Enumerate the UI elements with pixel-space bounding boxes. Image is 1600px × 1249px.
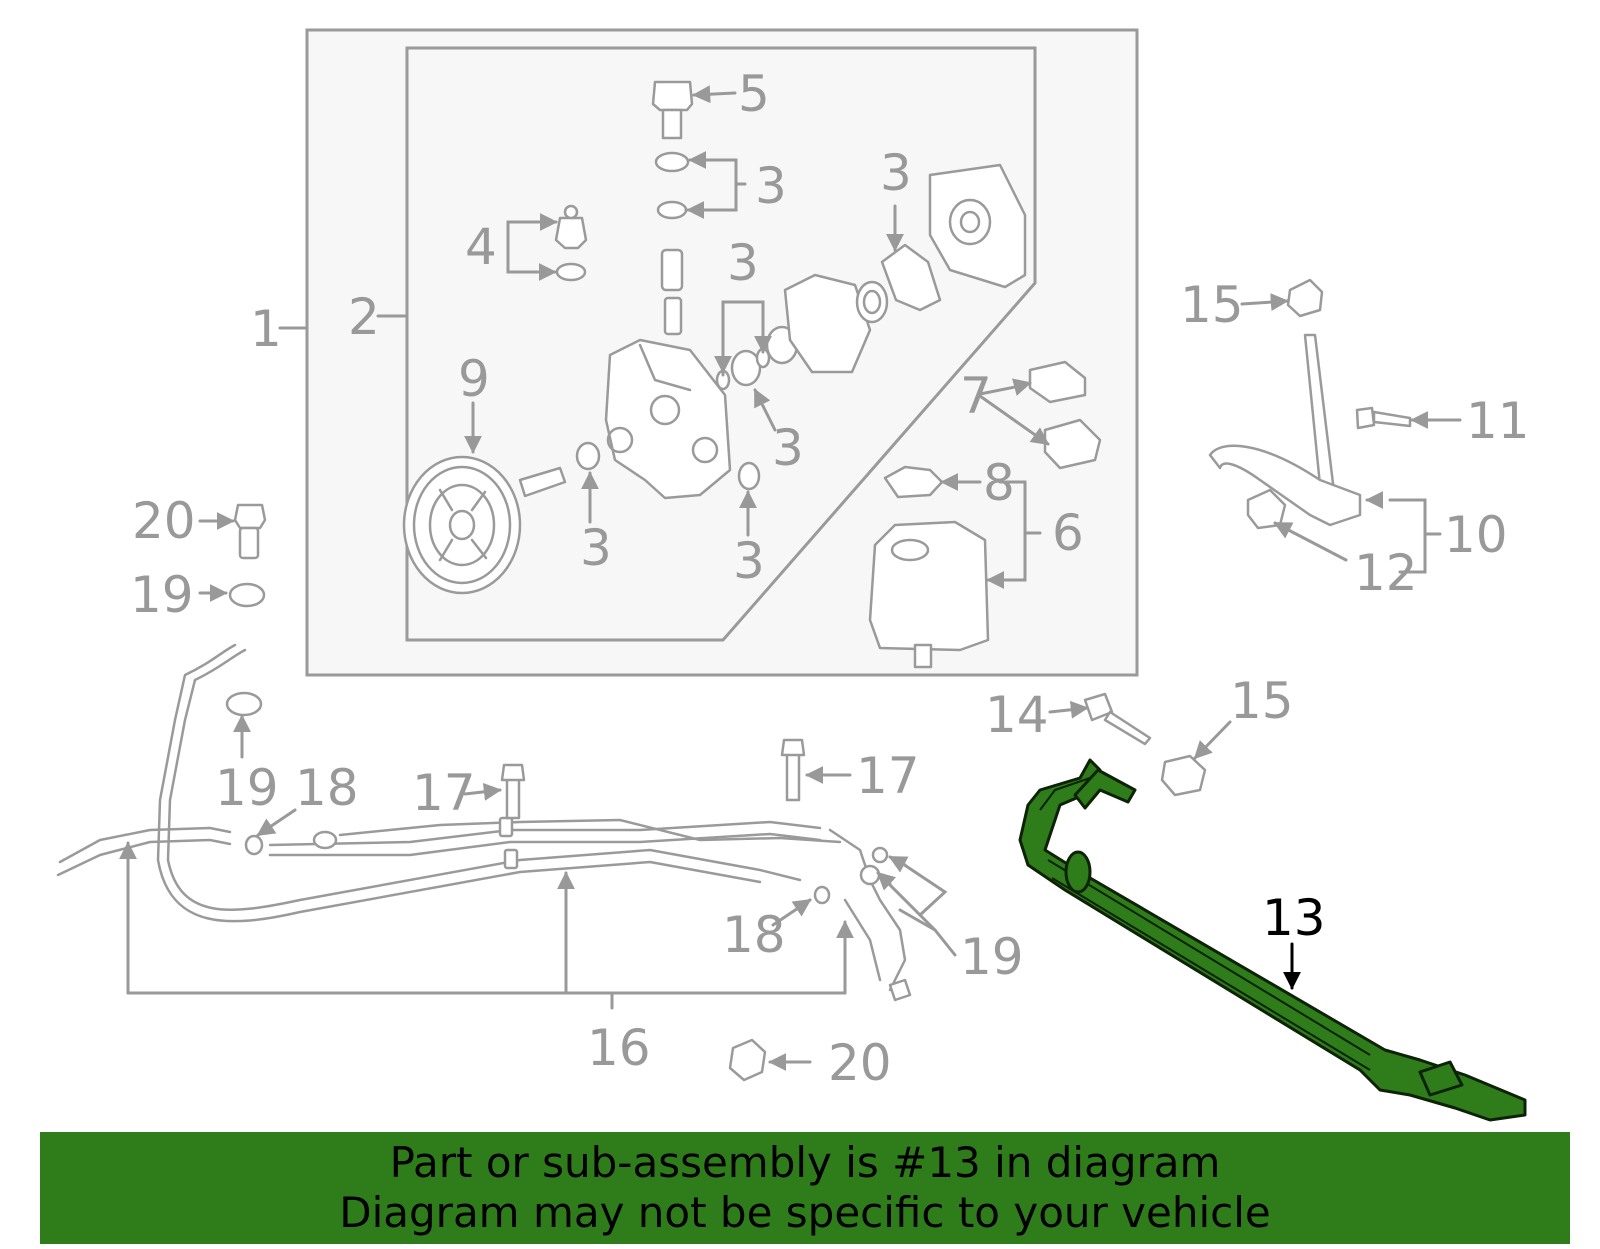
clamp-part-15[interactable] — [1286, 278, 1324, 318]
callout-19: 19 — [215, 759, 279, 817]
washer-part-19[interactable] — [228, 582, 266, 608]
callout-4: 4 — [465, 218, 497, 276]
callout-15: 15 — [1180, 276, 1244, 334]
callout-14: 14 — [985, 686, 1049, 744]
bolt-part-14[interactable] — [1083, 692, 1152, 746]
callout-15: 15 — [1230, 672, 1294, 730]
callout-13: 13 — [1262, 889, 1326, 947]
o-ring-part-3[interactable] — [730, 349, 762, 387]
cover-plate — [928, 163, 1027, 289]
callout-19: 19 — [130, 566, 194, 624]
callout-6: 6 — [1052, 504, 1084, 562]
pump-body[interactable] — [604, 338, 732, 500]
gasket-part-3[interactable] — [880, 243, 942, 312]
hose-part-10[interactable] — [1208, 333, 1362, 527]
callout-12: 12 — [1354, 544, 1418, 602]
callout-8: 8 — [983, 454, 1015, 512]
callout-3: 3 — [880, 144, 912, 202]
callout-5: 5 — [738, 65, 770, 123]
o-ring-part-3[interactable] — [654, 151, 690, 173]
callout-19: 19 — [960, 928, 1024, 986]
callout-17: 17 — [412, 764, 476, 822]
callout-3: 3 — [733, 532, 765, 590]
cam-plate — [783, 273, 872, 374]
callout-16: 16 — [587, 1019, 651, 1077]
pressure-line-part-16[interactable] — [56, 643, 912, 1002]
callout-11: 11 — [1466, 392, 1530, 450]
valve-spool — [663, 296, 683, 336]
callout-18: 18 — [295, 759, 359, 817]
o-ring-part-3[interactable] — [575, 441, 601, 471]
pulley-part-9[interactable] — [402, 455, 567, 595]
o-ring-part-3[interactable] — [656, 200, 688, 220]
clamp-part-15[interactable] — [1160, 754, 1207, 797]
bolt-part-20[interactable] — [233, 503, 267, 560]
washer-part-19[interactable] — [225, 691, 263, 717]
cooler-tube-part-13[interactable] — [1018, 758, 1527, 1122]
callout-3: 3 — [772, 419, 804, 477]
valve-spool — [660, 248, 684, 292]
banner-line-2: Diagram may not be specific to your vehi… — [339, 1188, 1271, 1237]
info-banner: Part or sub-assembly is #13 in diagram D… — [40, 1132, 1570, 1244]
nut-part-20[interactable] — [728, 1038, 767, 1082]
sensor-part-4[interactable] — [554, 204, 588, 282]
clamp-part-12[interactable] — [1246, 488, 1287, 530]
callout-20: 20 — [828, 1034, 892, 1092]
bolt-part-11[interactable] — [1355, 406, 1412, 430]
banner-line-1: Part or sub-assembly is #13 in diagram — [389, 1138, 1221, 1187]
callout-20: 20 — [132, 492, 196, 550]
callout-3: 3 — [755, 157, 787, 215]
callout-3: 3 — [727, 234, 759, 292]
fitting-part-5[interactable] — [651, 80, 694, 140]
clip-part-7[interactable] — [1028, 360, 1102, 470]
callout-10: 10 — [1444, 506, 1508, 564]
reservoir-part-6[interactable] — [868, 520, 990, 669]
callout-1: 1 — [250, 300, 282, 358]
o-ring-part-3[interactable] — [737, 461, 761, 491]
callout-7: 7 — [960, 367, 992, 425]
callout-2: 2 — [348, 288, 380, 346]
callout-9: 9 — [458, 350, 490, 408]
callout-18: 18 — [722, 906, 786, 964]
callout-3: 3 — [580, 519, 612, 577]
bolt-part-17[interactable] — [780, 738, 806, 802]
bolt-part-17[interactable] — [500, 763, 526, 820]
callout-17: 17 — [856, 747, 920, 805]
seal — [855, 280, 889, 324]
